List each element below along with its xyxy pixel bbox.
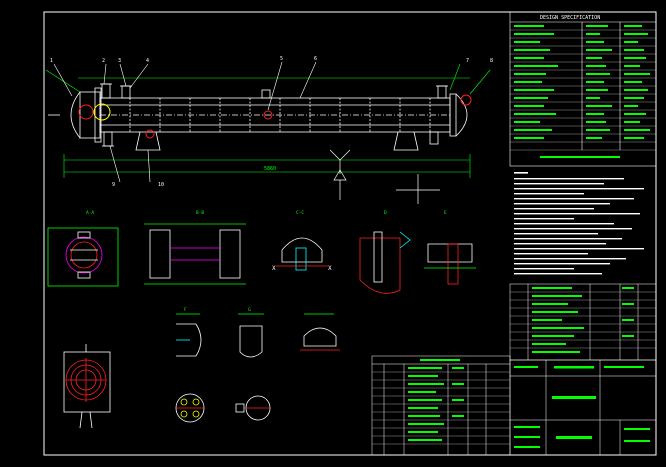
drawing-frame	[43, 11, 657, 456]
overall-dimension: 5860	[264, 166, 276, 172]
pipe-support-view	[235, 395, 271, 421]
exchanger-elevation-view	[48, 83, 468, 151]
detail-e-view	[424, 243, 476, 285]
svg-text:F: F	[184, 307, 187, 313]
svg-text:5: 5	[280, 56, 283, 62]
callout-leaders	[53, 61, 317, 183]
svg-text:7: 7	[466, 58, 469, 64]
callout-numbers: 1 2 3 4 5 6 7 8 9 10	[50, 56, 493, 188]
title-block	[509, 359, 657, 456]
bolt-circle-view	[175, 393, 205, 423]
parts-table-text	[532, 287, 634, 353]
svg-text:4: 4	[146, 58, 149, 64]
tube-sheet-view	[63, 344, 111, 429]
detail-d-view	[359, 231, 411, 294]
small-detail-labels: F G	[184, 307, 251, 313]
exchanger-highlights	[78, 94, 472, 139]
svg-text:8: 8	[490, 58, 493, 64]
svg-text:G: G	[248, 307, 251, 313]
label-aa: A-A	[86, 210, 94, 216]
label-cc: C-C	[296, 210, 304, 216]
spec-rows	[510, 29, 656, 151]
svg-text:6: 6	[314, 56, 317, 62]
svg-text:9: 9	[112, 182, 115, 188]
view-arrow	[329, 149, 440, 204]
label-bb: B-B	[196, 210, 204, 216]
technical-notes	[514, 172, 644, 275]
spec-text-bars	[514, 25, 650, 158]
label-d: D	[384, 210, 387, 216]
svg-text:1: 1	[50, 58, 53, 64]
section-cc-view: X X	[272, 237, 332, 272]
spec-title: DESIGN SPECIFICATION	[540, 15, 600, 21]
svg-text:3: 3	[118, 58, 121, 64]
section-bb-view	[144, 223, 246, 285]
parts-table-rows	[510, 291, 656, 349]
small-details	[176, 313, 340, 358]
svg-text:2: 2	[102, 58, 105, 64]
dimension-lines	[45, 63, 491, 178]
label-e: E	[444, 210, 447, 216]
svg-text:10: 10	[158, 182, 164, 188]
bom-rows	[372, 371, 510, 445]
bom-text	[408, 359, 464, 441]
section-aa-view	[47, 227, 119, 287]
svg-text:X: X	[272, 265, 276, 272]
spec-panel	[509, 11, 657, 167]
svg-text:X: X	[328, 265, 332, 272]
title-block-text	[514, 366, 650, 448]
